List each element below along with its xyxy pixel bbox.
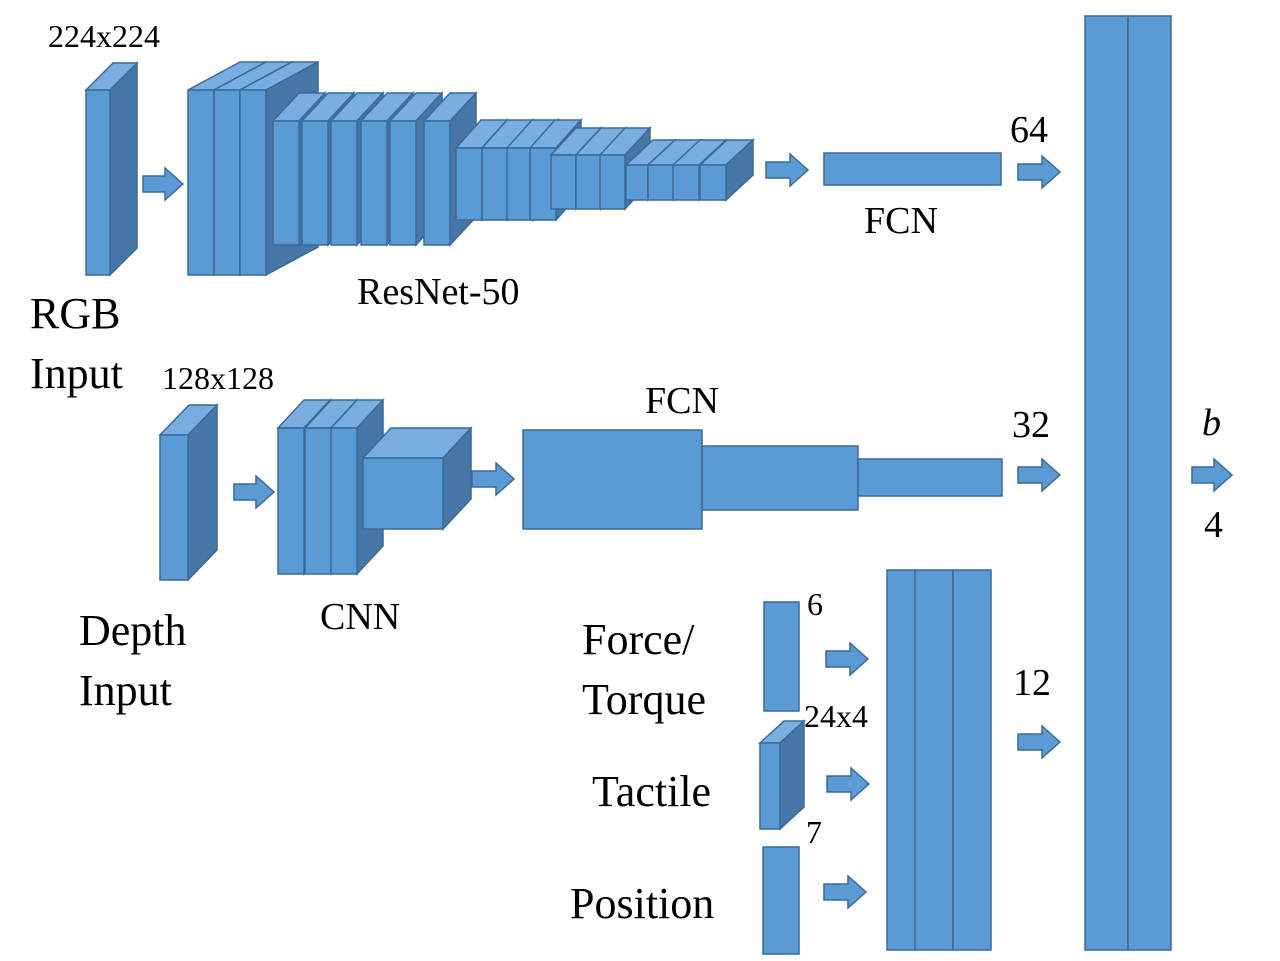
cnn-layer-3-front: [330, 427, 358, 575]
resnet-stage2-layer-5-front: [389, 120, 417, 246]
arrow-rgb-to-fusion: [1017, 154, 1062, 190]
cnn-label: CNN: [320, 596, 401, 638]
resnet-stage3-layer-2-front: [481, 147, 509, 221]
force-torque-dim-label: 6: [807, 586, 823, 622]
resnet-stage1-layer-2-front: [213, 89, 241, 276]
resnet-stage3-layer-3-front: [506, 147, 534, 221]
arrow-rgb-to-resnet: [142, 166, 185, 202]
fusion-column-right-front: [1127, 15, 1172, 951]
force-torque-block-front: [763, 601, 800, 712]
depth-input-label-line1: Depth: [79, 606, 187, 655]
rgb-input-label-line2: Input: [30, 349, 123, 398]
depth-input-label-line2: Input: [79, 666, 172, 715]
resnet-stage4-layer-2-front: [575, 154, 602, 210]
cnn-layer-1-front: [277, 427, 305, 575]
resnet-stage3-layer-1-front: [455, 147, 483, 221]
force-torque-label-line2: Torque: [582, 675, 706, 724]
rgb-input-size-label: 224x224: [48, 18, 160, 54]
resnet-stage5-layer-3-front: [672, 164, 700, 201]
resnet-label: ResNet-50: [357, 271, 520, 313]
rgb-input-block-front: [85, 89, 111, 276]
force-torque-label-line1: Force/: [582, 615, 695, 664]
resnet-stage2-layer-1-front: [272, 120, 300, 246]
tactile-dim-label: 24x4: [804, 698, 868, 734]
fusion-column-left-front: [1084, 15, 1129, 951]
depth-input-size-label: 128x128: [162, 360, 274, 396]
resnet-stage2-layer-2-front: [301, 120, 329, 246]
position-dim-label: 7: [806, 814, 822, 850]
fcn-mid-block-1-front: [522, 429, 703, 530]
rgb-feature-dim-label: 64: [1010, 109, 1048, 151]
proprio-fcn-column-1-front: [886, 569, 916, 951]
fcn-mid-block-2-front: [701, 445, 859, 511]
resnet-stage1-layer-3-front: [239, 89, 267, 276]
cnn-layer-2-front: [304, 427, 332, 575]
tactile-label: Tactile: [592, 767, 712, 816]
output-symbol-label: b: [1202, 402, 1221, 444]
arrow-proprio-to-fusion: [1017, 724, 1062, 760]
fcn-mid-label: FCN: [645, 380, 719, 422]
resnet-stage4-layer-1-front: [550, 154, 577, 210]
rgb-input-block-side: [109, 61, 138, 277]
cnn-final-block-front: [362, 457, 444, 530]
proprio-feature-dim-label: 12: [1013, 662, 1051, 704]
depth-feature-dim-label: 32: [1012, 404, 1050, 446]
arrow-position: [823, 874, 868, 910]
arrow-depth-to-cnn: [233, 474, 276, 510]
tactile-block-front: [759, 742, 781, 830]
position-block-front: [762, 846, 800, 955]
arrow-depth-to-fusion: [1017, 457, 1062, 493]
arrow-force-torque: [825, 641, 870, 677]
resnet-stage5-layer-4-front: [699, 164, 727, 201]
resnet-stage4-layer-3-front: [599, 154, 626, 210]
proprio-fcn-column-3-front: [952, 569, 992, 951]
resnet-stage5-layer-2-front: [647, 164, 675, 201]
arrow-output: [1191, 457, 1234, 493]
resnet-stage5-layer-1-front: [625, 164, 649, 201]
resnet-stage2-layer-4-front: [360, 120, 388, 246]
depth-input-block-front: [159, 434, 189, 581]
arrow-cnn-to-fcn: [471, 461, 516, 497]
rgb-input-label-line1: RGB: [30, 289, 121, 338]
position-label: Position: [570, 879, 715, 928]
fcn-mid-block-3-front: [857, 458, 1003, 497]
arrow-resnet-to-fcn: [765, 152, 810, 188]
resnet-stage2-layer-6-front: [423, 120, 451, 246]
proprio-fcn-column-2-front: [914, 569, 954, 951]
resnet-stage1-layer-1-front: [187, 89, 215, 276]
fcn-top-block-front: [823, 152, 1002, 186]
resnet-stage2-layer-3-front: [330, 120, 358, 246]
depth-input-block-side: [187, 403, 218, 582]
arrow-tactile: [826, 766, 871, 802]
fcn-top-label: FCN: [864, 200, 938, 242]
output-dim-label: 4: [1204, 504, 1223, 546]
